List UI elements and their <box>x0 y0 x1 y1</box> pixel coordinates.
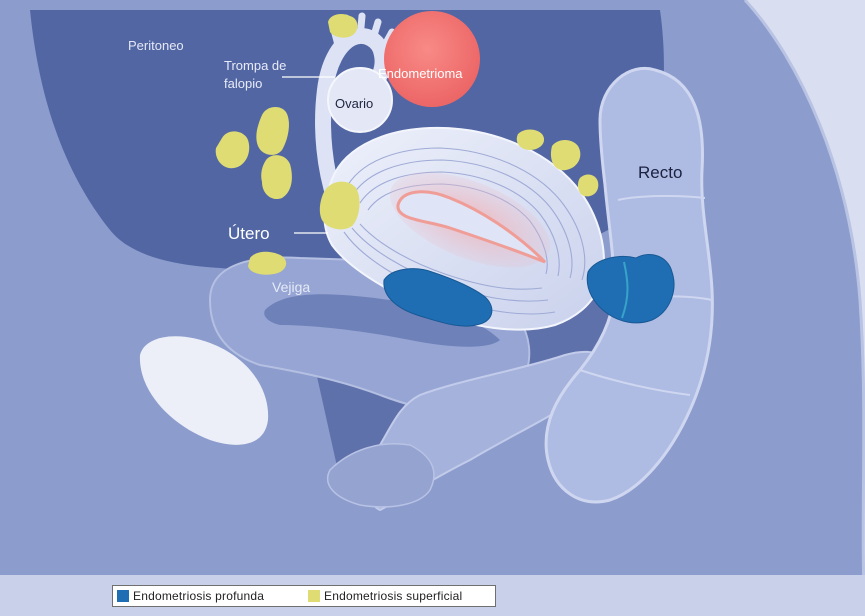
legend-swatch-deep <box>117 590 129 602</box>
label-recto: Recto <box>638 163 682 182</box>
label-utero: Útero <box>228 224 270 243</box>
superficial-lesion <box>328 14 357 38</box>
label-trompa-line1: Trompa de <box>224 58 286 73</box>
legend-label-deep: Endometriosis profunda <box>133 589 264 603</box>
legend: Endometriosis profunda Endometriosis sup… <box>112 585 496 607</box>
label-trompa-line2: falopio <box>224 76 262 91</box>
label-vejiga: Vejiga <box>272 279 310 295</box>
label-ovario: Ovario <box>335 96 373 111</box>
superficial-lesion <box>248 252 286 275</box>
label-endometrioma: Endometrioma <box>378 66 463 81</box>
legend-label-superficial: Endometriosis superficial <box>324 589 462 603</box>
legend-swatch-superficial <box>308 590 320 602</box>
superficial-lesion <box>261 155 292 199</box>
label-peritoneo: Peritoneo <box>128 38 184 53</box>
endometrioma-cyst <box>384 11 480 107</box>
